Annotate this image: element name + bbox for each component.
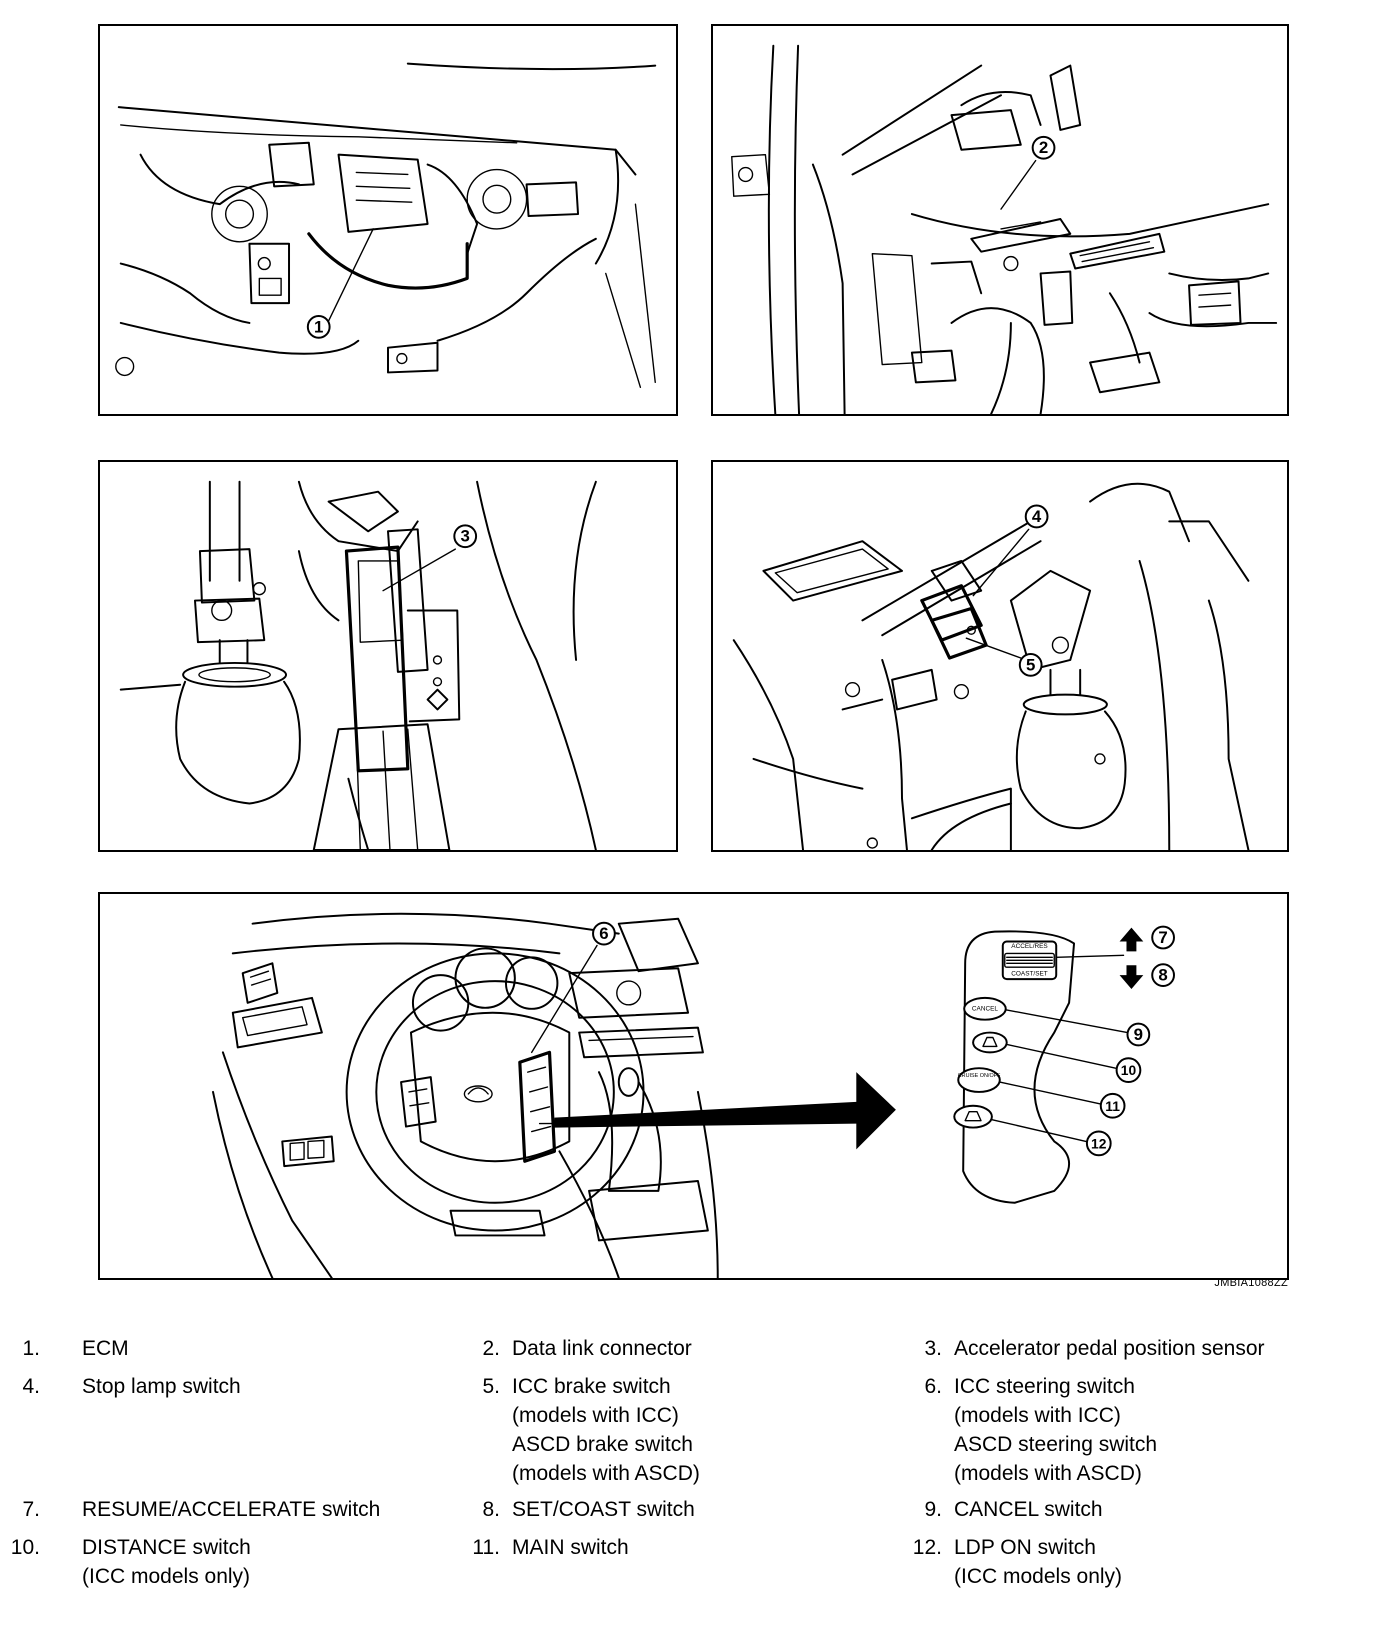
panel-ecm: 1 [98, 24, 678, 416]
arrow-up-icon [1119, 927, 1144, 952]
callout-4: 4 [1024, 504, 1049, 529]
accelerator-pedal-sensor-illustration: 3 [119, 480, 597, 850]
callout-7: 7 [1151, 925, 1175, 950]
ecm-illustration: 1 [115, 62, 657, 388]
steering-switch-illustration: 6 ACCEL/RES COAST/SET CANCEL CRUI [212, 912, 1175, 1278]
legend-item-label: Stop lamp switch [82, 1375, 241, 1398]
callout-5-label: 5 [1026, 655, 1035, 674]
callout-8: 8 [1151, 963, 1175, 988]
callout-3: 3 [453, 524, 478, 549]
callout-5: 5 [1018, 653, 1043, 677]
callout-6: 6 [592, 921, 616, 946]
callout-6-label: 6 [599, 924, 608, 943]
callout-9-label: 9 [1134, 1025, 1143, 1044]
callout-12-label: 12 [1091, 1135, 1107, 1151]
callout-10-label: 10 [1121, 1062, 1137, 1078]
stop-lamp-brake-switch-illustration: 4 5 [732, 482, 1250, 850]
callout-2: 2 [1031, 135, 1056, 160]
legend-item-label: MAIN switch [512, 1536, 629, 1559]
callout-10: 10 [1115, 1057, 1142, 1084]
callout-3-label: 3 [461, 527, 470, 546]
switch-panel-detail: ACCEL/RES COAST/SET CANCEL CRUISE ON/OFF [953, 925, 1175, 1204]
callout-2-label: 2 [1039, 138, 1048, 157]
coast-set-label: COAST/SET [1011, 971, 1047, 978]
cancel-switch: CANCEL [963, 996, 1007, 1021]
callout-7-label: 7 [1158, 928, 1167, 947]
legend-item-label: Data link connector [512, 1337, 692, 1360]
accel-res-label: ACCEL/RES [1011, 943, 1047, 950]
panel-accelerator-pedal-sensor: 3 [98, 460, 678, 852]
cruise-on-off-label: CRUISE ON/OFF [958, 1073, 1001, 1079]
callout-8-label: 8 [1158, 966, 1167, 985]
callout-1-label: 1 [314, 317, 323, 336]
callout-1: 1 [306, 315, 331, 339]
panel-stop-lamp-brake-switch: 4 5 [711, 460, 1289, 852]
distance-switch [972, 1031, 1008, 1054]
legend-item-label: SET/COAST switch [512, 1498, 695, 1521]
accel-res-coast-set-switch: ACCEL/RES COAST/SET [1001, 940, 1058, 981]
callout-4-label: 4 [1032, 507, 1042, 526]
panel-data-link-connector: 2 [711, 24, 1289, 416]
data-link-connector-illustration: 2 [731, 44, 1278, 414]
callout-11-label: 11 [1105, 1098, 1120, 1114]
callout-12: 12 [1085, 1130, 1112, 1157]
legend-item-label: RESUME/ACCELERATE switch [82, 1498, 381, 1521]
arrow-down-icon [1119, 965, 1144, 990]
main-cruise-switch: CRUISE ON/OFF [957, 1067, 1001, 1093]
figure-code: JMBIA1088ZZ [1214, 1277, 1288, 1289]
legend-item-label: CANCEL switch [954, 1498, 1103, 1521]
callout-11: 11 [1099, 1092, 1126, 1119]
callout-9: 9 [1126, 1022, 1151, 1047]
legend-item-label: Accelerator pedal position sensor [954, 1337, 1265, 1360]
legend-item-label: ECM [82, 1337, 129, 1360]
cancel-switch-label: CANCEL [972, 1005, 998, 1012]
panel-steering-switch: 6 ACCEL/RES COAST/SET CANCEL CRUI [98, 892, 1289, 1280]
ldp-switch [953, 1104, 993, 1129]
